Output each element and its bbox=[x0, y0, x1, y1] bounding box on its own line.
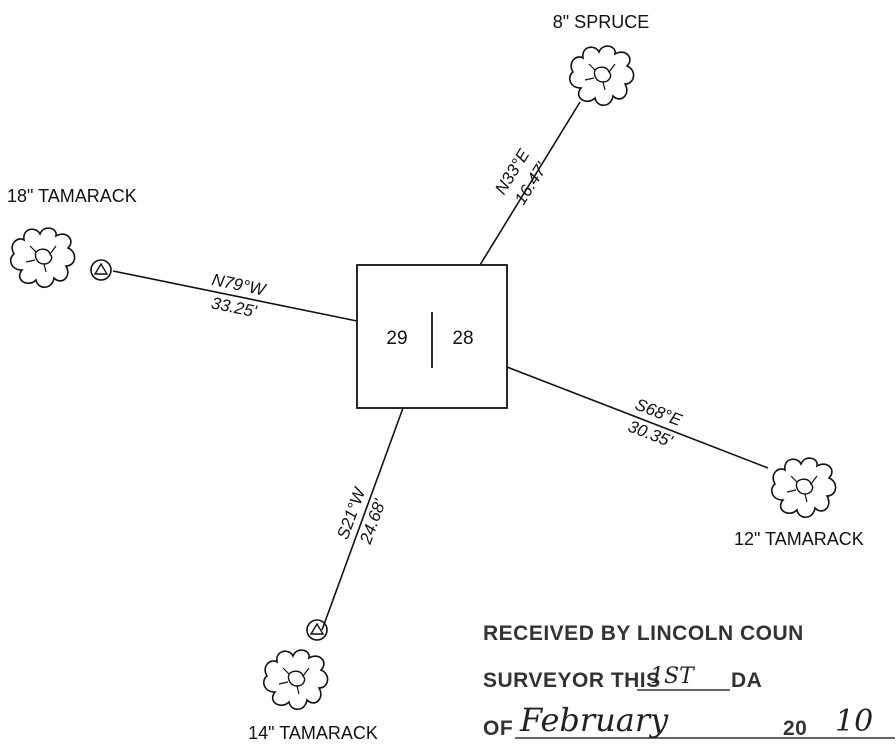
tree-icon-spruce bbox=[568, 45, 635, 107]
tree-label-spruce: 8" SPRUCE bbox=[553, 12, 649, 32]
received-stamp: RECEIVED BY LINCOLN COUN SURVEYOR THIS 1… bbox=[483, 622, 895, 740]
tree-icon-tamarack-14 bbox=[262, 649, 329, 711]
section-left-number: 29 bbox=[386, 328, 407, 349]
stamp-line-2-suffix: DA bbox=[731, 669, 762, 692]
stamp-month-handwritten: February bbox=[519, 701, 669, 739]
tree-label-tamarack-14: 14" TAMARACK bbox=[248, 723, 378, 743]
stamp-day-handwritten: 1ST bbox=[650, 664, 696, 689]
stamp-line-3-prefix: OF bbox=[483, 717, 513, 740]
stamp-year-handwritten: 10 bbox=[835, 704, 873, 739]
distance-w: 33.25' bbox=[210, 293, 259, 321]
stamp-year-prefix: 20 bbox=[783, 717, 807, 740]
tree-label-tamarack-18: 18" TAMARACK bbox=[7, 186, 137, 206]
line-ne bbox=[479, 101, 581, 266]
tree-label-tamarack-12: 12" TAMARACK bbox=[734, 529, 864, 549]
section-right-number: 28 bbox=[452, 328, 473, 349]
stamp-line-2-prefix: SURVEYOR THIS bbox=[483, 669, 661, 692]
tree-icon-tamarack-18 bbox=[9, 227, 76, 289]
tree-icon-tamarack-12 bbox=[770, 457, 837, 519]
triangle-marker-icon-sw bbox=[306, 619, 328, 641]
triangle-marker-icon-w bbox=[90, 259, 112, 281]
line-se bbox=[506, 366, 769, 469]
line-sw bbox=[321, 407, 404, 631]
stamp-line-1: RECEIVED BY LINCOLN COUN bbox=[483, 622, 804, 645]
line-w bbox=[112, 270, 358, 322]
